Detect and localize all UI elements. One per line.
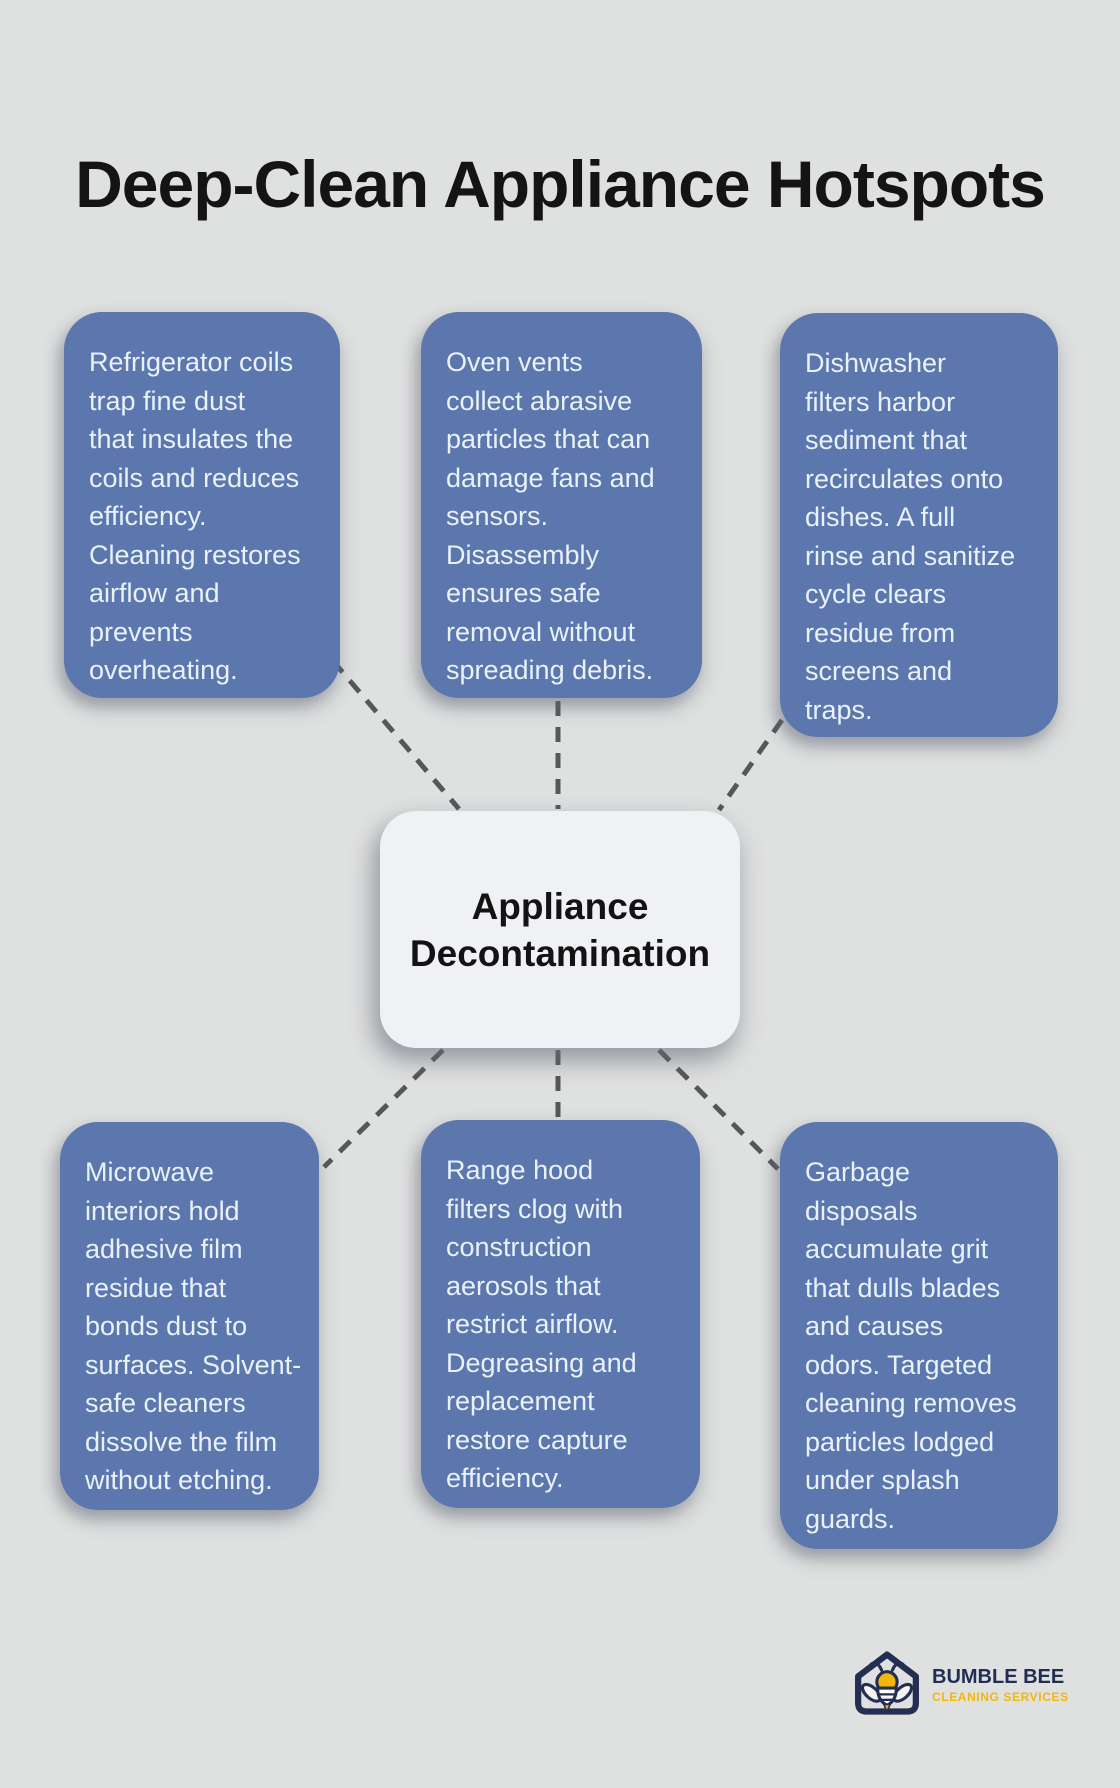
connector-refrigerator-center bbox=[314, 639, 461, 811]
brand-logo: BUMBLE BEE CLEANING SERVICES bbox=[848, 1649, 1069, 1721]
card-dishwasher-filters: Dishwasher filters harbor sediment that … bbox=[780, 313, 1058, 737]
card-rangehood-text: Range hood filters clog with constructio… bbox=[446, 1155, 637, 1493]
card-oven-text: Oven vents collect abrasive particles th… bbox=[446, 347, 655, 685]
bee-antenna-left bbox=[869, 1661, 884, 1672]
brand-tagline: CLEANING SERVICES bbox=[932, 1690, 1069, 1704]
card-refrigerator-text: Refrigerator coils trap fine dust that i… bbox=[89, 347, 301, 685]
bee-stinger bbox=[882, 1703, 892, 1714]
connector-center-microwave bbox=[322, 1048, 445, 1169]
card-oven-vents: Oven vents collect abrasive particles th… bbox=[421, 312, 702, 698]
brand-name: BUMBLE BEE bbox=[932, 1666, 1065, 1688]
card-refrigerator-coils: Refrigerator coils trap fine dust that i… bbox=[64, 312, 340, 698]
card-microwave-interiors: Microwave interiors hold adhesive film r… bbox=[60, 1122, 319, 1510]
bumble-bee-house-icon bbox=[855, 1651, 919, 1715]
page-title: Deep-Clean Appliance Hotspots bbox=[75, 147, 1046, 222]
card-range-hood-filters: Range hood filters clog with constructio… bbox=[421, 1120, 700, 1508]
bee-abdomen bbox=[876, 1686, 898, 1714]
card-dishwasher-text: Dishwasher filters harbor sediment that … bbox=[805, 348, 1016, 725]
brand-logo-text: BUMBLE BEE CLEANING SERVICES bbox=[932, 1666, 1069, 1704]
center-topic-node: Appliance Decontamination bbox=[380, 811, 740, 1048]
center-topic-label: Appliance Decontamination bbox=[409, 885, 711, 974]
connector-center-disposal bbox=[657, 1048, 780, 1171]
card-disposal-text: Garbage disposals accumulate grit that d… bbox=[805, 1157, 1017, 1534]
connector-dishwasher-center bbox=[716, 718, 785, 812]
card-garbage-disposals: Garbage disposals accumulate grit that d… bbox=[780, 1122, 1058, 1549]
bee-antenna-right bbox=[890, 1661, 905, 1672]
card-microwave-text: Microwave interiors hold adhesive film r… bbox=[85, 1157, 302, 1495]
